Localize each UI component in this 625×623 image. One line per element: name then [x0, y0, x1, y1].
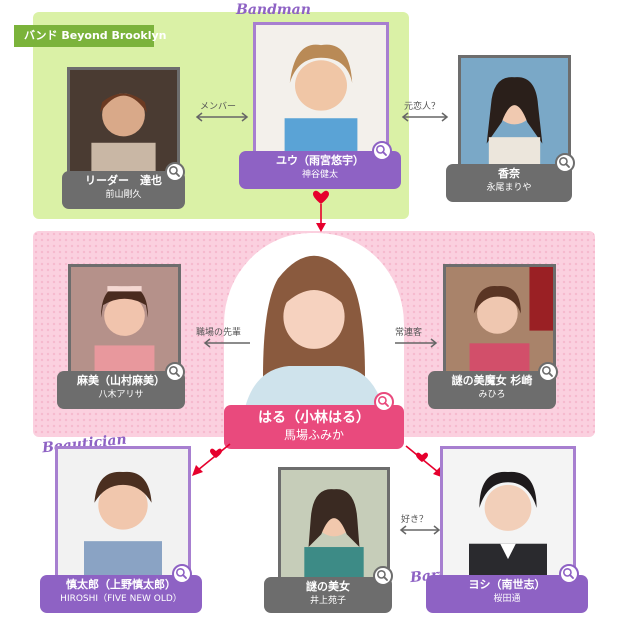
asami-role: 麻美（山村麻美） [77, 374, 165, 387]
asami-photo[interactable] [68, 264, 181, 376]
leader-photo[interactable] [67, 67, 180, 180]
bandman-tag: Bandman [236, 2, 311, 18]
yu-actor: 神谷健太 [301, 170, 338, 180]
yoshi-nameplate[interactable]: ヨシ（南世志） 桜田通 [426, 575, 588, 613]
search-icon[interactable] [555, 153, 575, 173]
sugisaki-actor: みひろ [478, 390, 506, 400]
yu-photo[interactable] [253, 22, 389, 154]
relation-ex-lover-label: 元恋人？ [404, 102, 441, 112]
yoshi-actor: 桜田通 [493, 594, 521, 604]
nazo-photo[interactable] [278, 467, 390, 580]
sugisaki-photo[interactable] [443, 264, 556, 376]
double-arrow-icon [400, 112, 450, 122]
yoshi-photo[interactable] [440, 446, 576, 580]
kana-photo[interactable] [458, 55, 571, 168]
heart-arrow-icon [188, 440, 238, 480]
shintaro-role: 慎太郎（上野慎太郎） [66, 578, 176, 591]
search-icon[interactable] [172, 564, 192, 584]
search-icon[interactable] [559, 564, 579, 584]
heart-arrow-icon [311, 190, 331, 234]
nazo-nameplate[interactable]: 謎の美女 井上苑子 [264, 577, 392, 613]
search-icon[interactable] [374, 392, 394, 412]
shintaro-photo[interactable] [55, 446, 191, 580]
asami-actor: 八木アリサ [98, 390, 144, 400]
relation-senior-label: 職場の先輩 [196, 328, 242, 338]
kana-actor: 永尾まりや [486, 183, 532, 193]
nazo-actor: 井上苑子 [309, 596, 346, 606]
band-group-tag: バンド Beyond Brooklyn [14, 25, 167, 47]
shintaro-actor: HIROSHI（FIVE NEW OLD） [60, 594, 182, 604]
search-icon[interactable] [373, 566, 393, 586]
yu-nameplate[interactable]: ユウ（雨宮悠宇） 神谷健太 [239, 151, 401, 189]
sugisaki-nameplate[interactable]: 謎の美魔女 杉崎 みひろ [428, 371, 556, 409]
double-arrow-icon [194, 112, 250, 122]
relation-likes-label: 好き？ [401, 515, 429, 525]
kana-role: 香奈 [498, 167, 520, 180]
yu-role: ユウ（雨宮悠宇） [276, 154, 364, 167]
search-icon[interactable] [538, 362, 558, 382]
relation-regular-label: 常連客 [395, 328, 423, 338]
right-arrow-icon [393, 338, 439, 348]
left-arrow-icon [202, 338, 252, 348]
leader-role: リーダー 達也 [85, 174, 162, 187]
yoshi-role: ヨシ（南世志） [468, 578, 546, 591]
relation-member-label: メンバー [200, 102, 237, 112]
haru-nameplate[interactable]: はる（小林はる） 馬場ふみか [224, 405, 404, 449]
leader-actor: 前山剛久 [105, 190, 142, 200]
sugisaki-role: 謎の美魔女 杉崎 [451, 374, 533, 387]
haru-actor: 馬場ふみか [283, 428, 344, 442]
search-icon[interactable] [165, 362, 185, 382]
leader-nameplate[interactable]: リーダー 達也 前山剛久 [62, 171, 185, 209]
nazo-role: 謎の美女 [306, 580, 350, 593]
search-icon[interactable] [165, 162, 185, 182]
asami-nameplate[interactable]: 麻美（山村麻美） 八木アリサ [57, 371, 185, 409]
search-icon[interactable] [372, 141, 392, 161]
kana-nameplate[interactable]: 香奈 永尾まりや [446, 164, 572, 202]
double-arrow-icon [398, 525, 442, 535]
haru-role: はる（小林はる） [258, 410, 370, 426]
